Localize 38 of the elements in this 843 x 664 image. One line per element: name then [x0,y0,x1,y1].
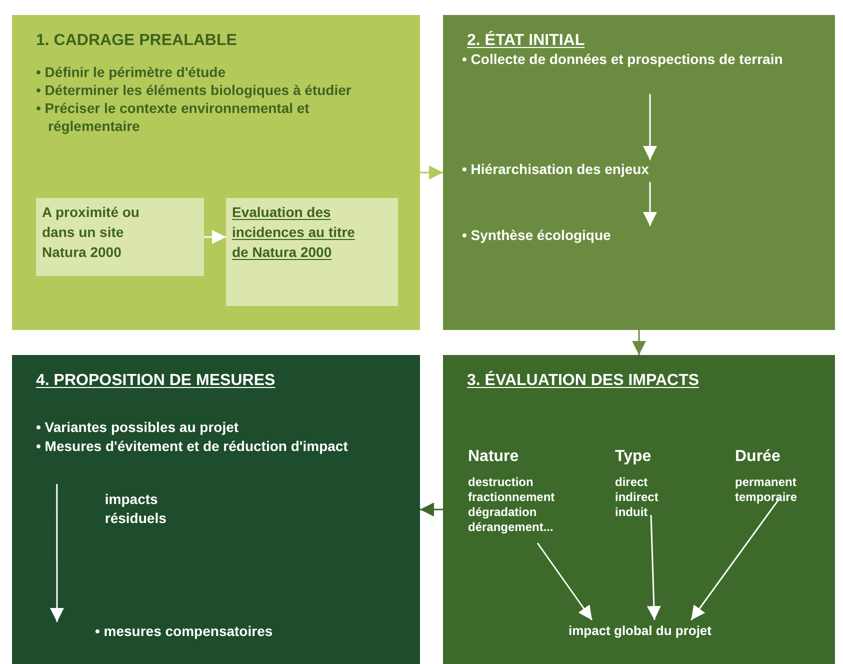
column-heading: Nature [468,447,520,467]
bullet-item: • Variantes possibles au projet [36,418,240,437]
column-text: permanent temporaire [735,475,798,505]
arrow [646,514,661,620]
result-box [226,198,398,306]
bullet-item: • Définir le périmètre d'étude [36,63,226,81]
bullet-item: • Déterminer les éléments biologiques à étudier [36,81,352,99]
arrow [643,182,657,226]
panel-heading: 3. ÉVALUATION DES IMPACTS [467,370,700,391]
panel-heading: 1. CADRAGE PREALABLE [36,31,238,51]
arrow [690,498,780,620]
panel-heading: 4. PROPOSITION DE MESURES [36,371,276,391]
step-panel [12,15,420,330]
result-text: impact global du projet [568,622,712,640]
arrow [204,230,226,244]
box-text: Evaluation des incidences au titre de Natura 2000 [232,203,356,262]
column-text: destruction fractionnement dégradation dérangement... [468,475,556,535]
arrow [420,502,443,516]
step-panel [443,355,835,664]
bullet-item: • Hiérarchisation des enjeux [462,160,650,179]
box-text: A proximité ou dans un site Natura 2000 [42,203,140,262]
column-text: direct indirect induit [615,475,660,520]
arrow [536,542,593,620]
condition-box [36,198,204,276]
step-panel [443,15,835,330]
bullet-item: • Mesures d'évitement et de réduction d'impact [36,437,349,456]
bullet-item: • Collecte de données et prospections de terrain [462,50,784,69]
arrow [420,166,443,180]
panel-heading: 2. ÉTAT INITIAL [467,30,586,51]
step-panel [12,355,420,664]
arrow [50,484,64,622]
arrow [632,330,646,355]
bullet-item: • Préciser le contexte environnemental et réglementaire [36,99,310,135]
bullet-item: • Synthèse écologique [462,226,612,245]
bullet-item: • mesures compensatoires [95,622,274,641]
column-heading: Durée [735,447,782,467]
column-heading: Type [615,447,652,467]
arrow [643,94,657,160]
